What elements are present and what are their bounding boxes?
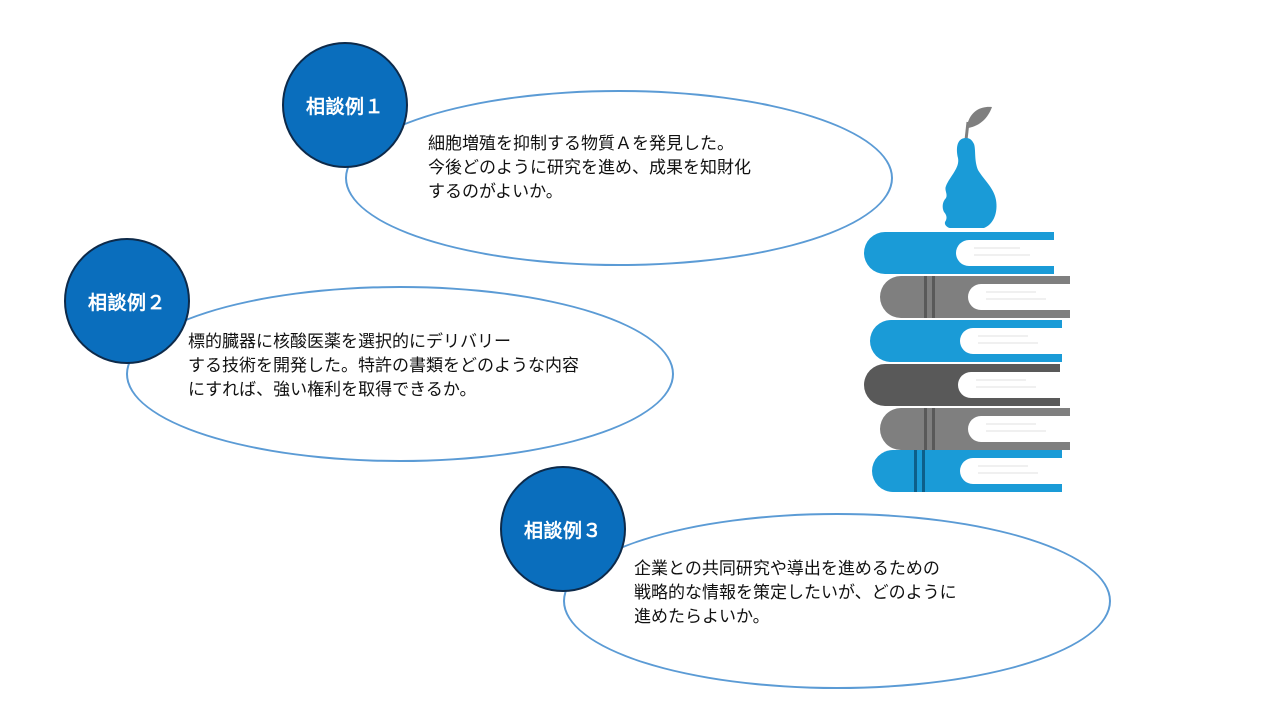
- case-3-bubble: [563, 513, 1111, 689]
- book-4: [864, 364, 1060, 406]
- book-2: [880, 276, 1070, 318]
- case-3-line-3: 進めたらよいか。: [634, 607, 770, 627]
- case-2-line-2: する技術を開発した。特許の書類をどのような内容: [188, 356, 579, 376]
- case-3-text: 企業との共同研究や導出を進めるための 戦略的な情報を策定したいが、どのように 進…: [634, 557, 957, 629]
- pear-leaf: [968, 106, 992, 128]
- pear-stem: [964, 121, 970, 141]
- case-3-badge: 相談例３: [500, 466, 626, 592]
- book-3: [870, 320, 1062, 362]
- case-1-line-3: するのがよいか。: [428, 182, 563, 202]
- book-1: [864, 232, 1054, 274]
- book-stack-with-pear-icon: [864, 106, 1070, 492]
- book-6: [872, 450, 1062, 492]
- case-2-line-3: にすれば、強い権利を取得できるか。: [188, 380, 477, 400]
- case-2-line-1: 標的臓器に核酸医薬を選択的にデリバリー: [188, 332, 511, 352]
- case-1-text: 細胞増殖を抑制する物質Ａを発見した。 今後どのように研究を進め、成果を知財化 す…: [428, 132, 751, 204]
- book-5: [880, 408, 1070, 450]
- case-1-line-1: 細胞増殖を抑制する物質Ａを発見した。: [428, 134, 734, 154]
- case-2-text: 標的臓器に核酸医薬を選択的にデリバリー する技術を開発した。特許の書類をどのよう…: [188, 330, 579, 402]
- case-3-line-2: 戦略的な情報を策定したいが、どのように: [634, 583, 957, 603]
- pear-body: [942, 138, 997, 228]
- case-2-bubble: [126, 286, 674, 462]
- case-1-line-2: 今後どのように研究を進め、成果を知財化: [428, 158, 751, 178]
- case-3-line-1: 企業との共同研究や導出を進めるための: [634, 559, 940, 579]
- case-1-bubble: [345, 90, 893, 266]
- case-1-badge: 相談例１: [282, 42, 408, 168]
- case-2-badge: 相談例２: [64, 238, 190, 364]
